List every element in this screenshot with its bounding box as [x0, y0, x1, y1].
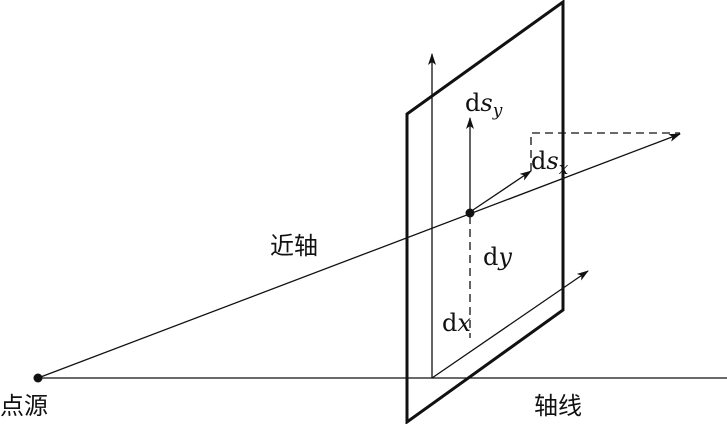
- paraxial-ray-line: [37, 133, 681, 379]
- label-ds-x: dsx: [531, 147, 569, 179]
- label-point-source: 点源: [0, 392, 48, 420]
- local-horizontal-axis: [431, 270, 589, 379]
- label-dx: dx: [442, 309, 471, 337]
- ds-x-vector: [469, 170, 532, 213]
- label-dy: dy: [483, 243, 512, 271]
- ds-x-dashed-box: [530, 132, 680, 171]
- point-source-dot: [33, 373, 43, 383]
- intersection-point-dot: [465, 208, 475, 218]
- label-paraxial: 近轴: [270, 232, 318, 260]
- tilted-plane: [405, 0, 565, 424]
- label-ds-y: dsy: [465, 89, 503, 121]
- label-axis: 轴线: [534, 392, 582, 420]
